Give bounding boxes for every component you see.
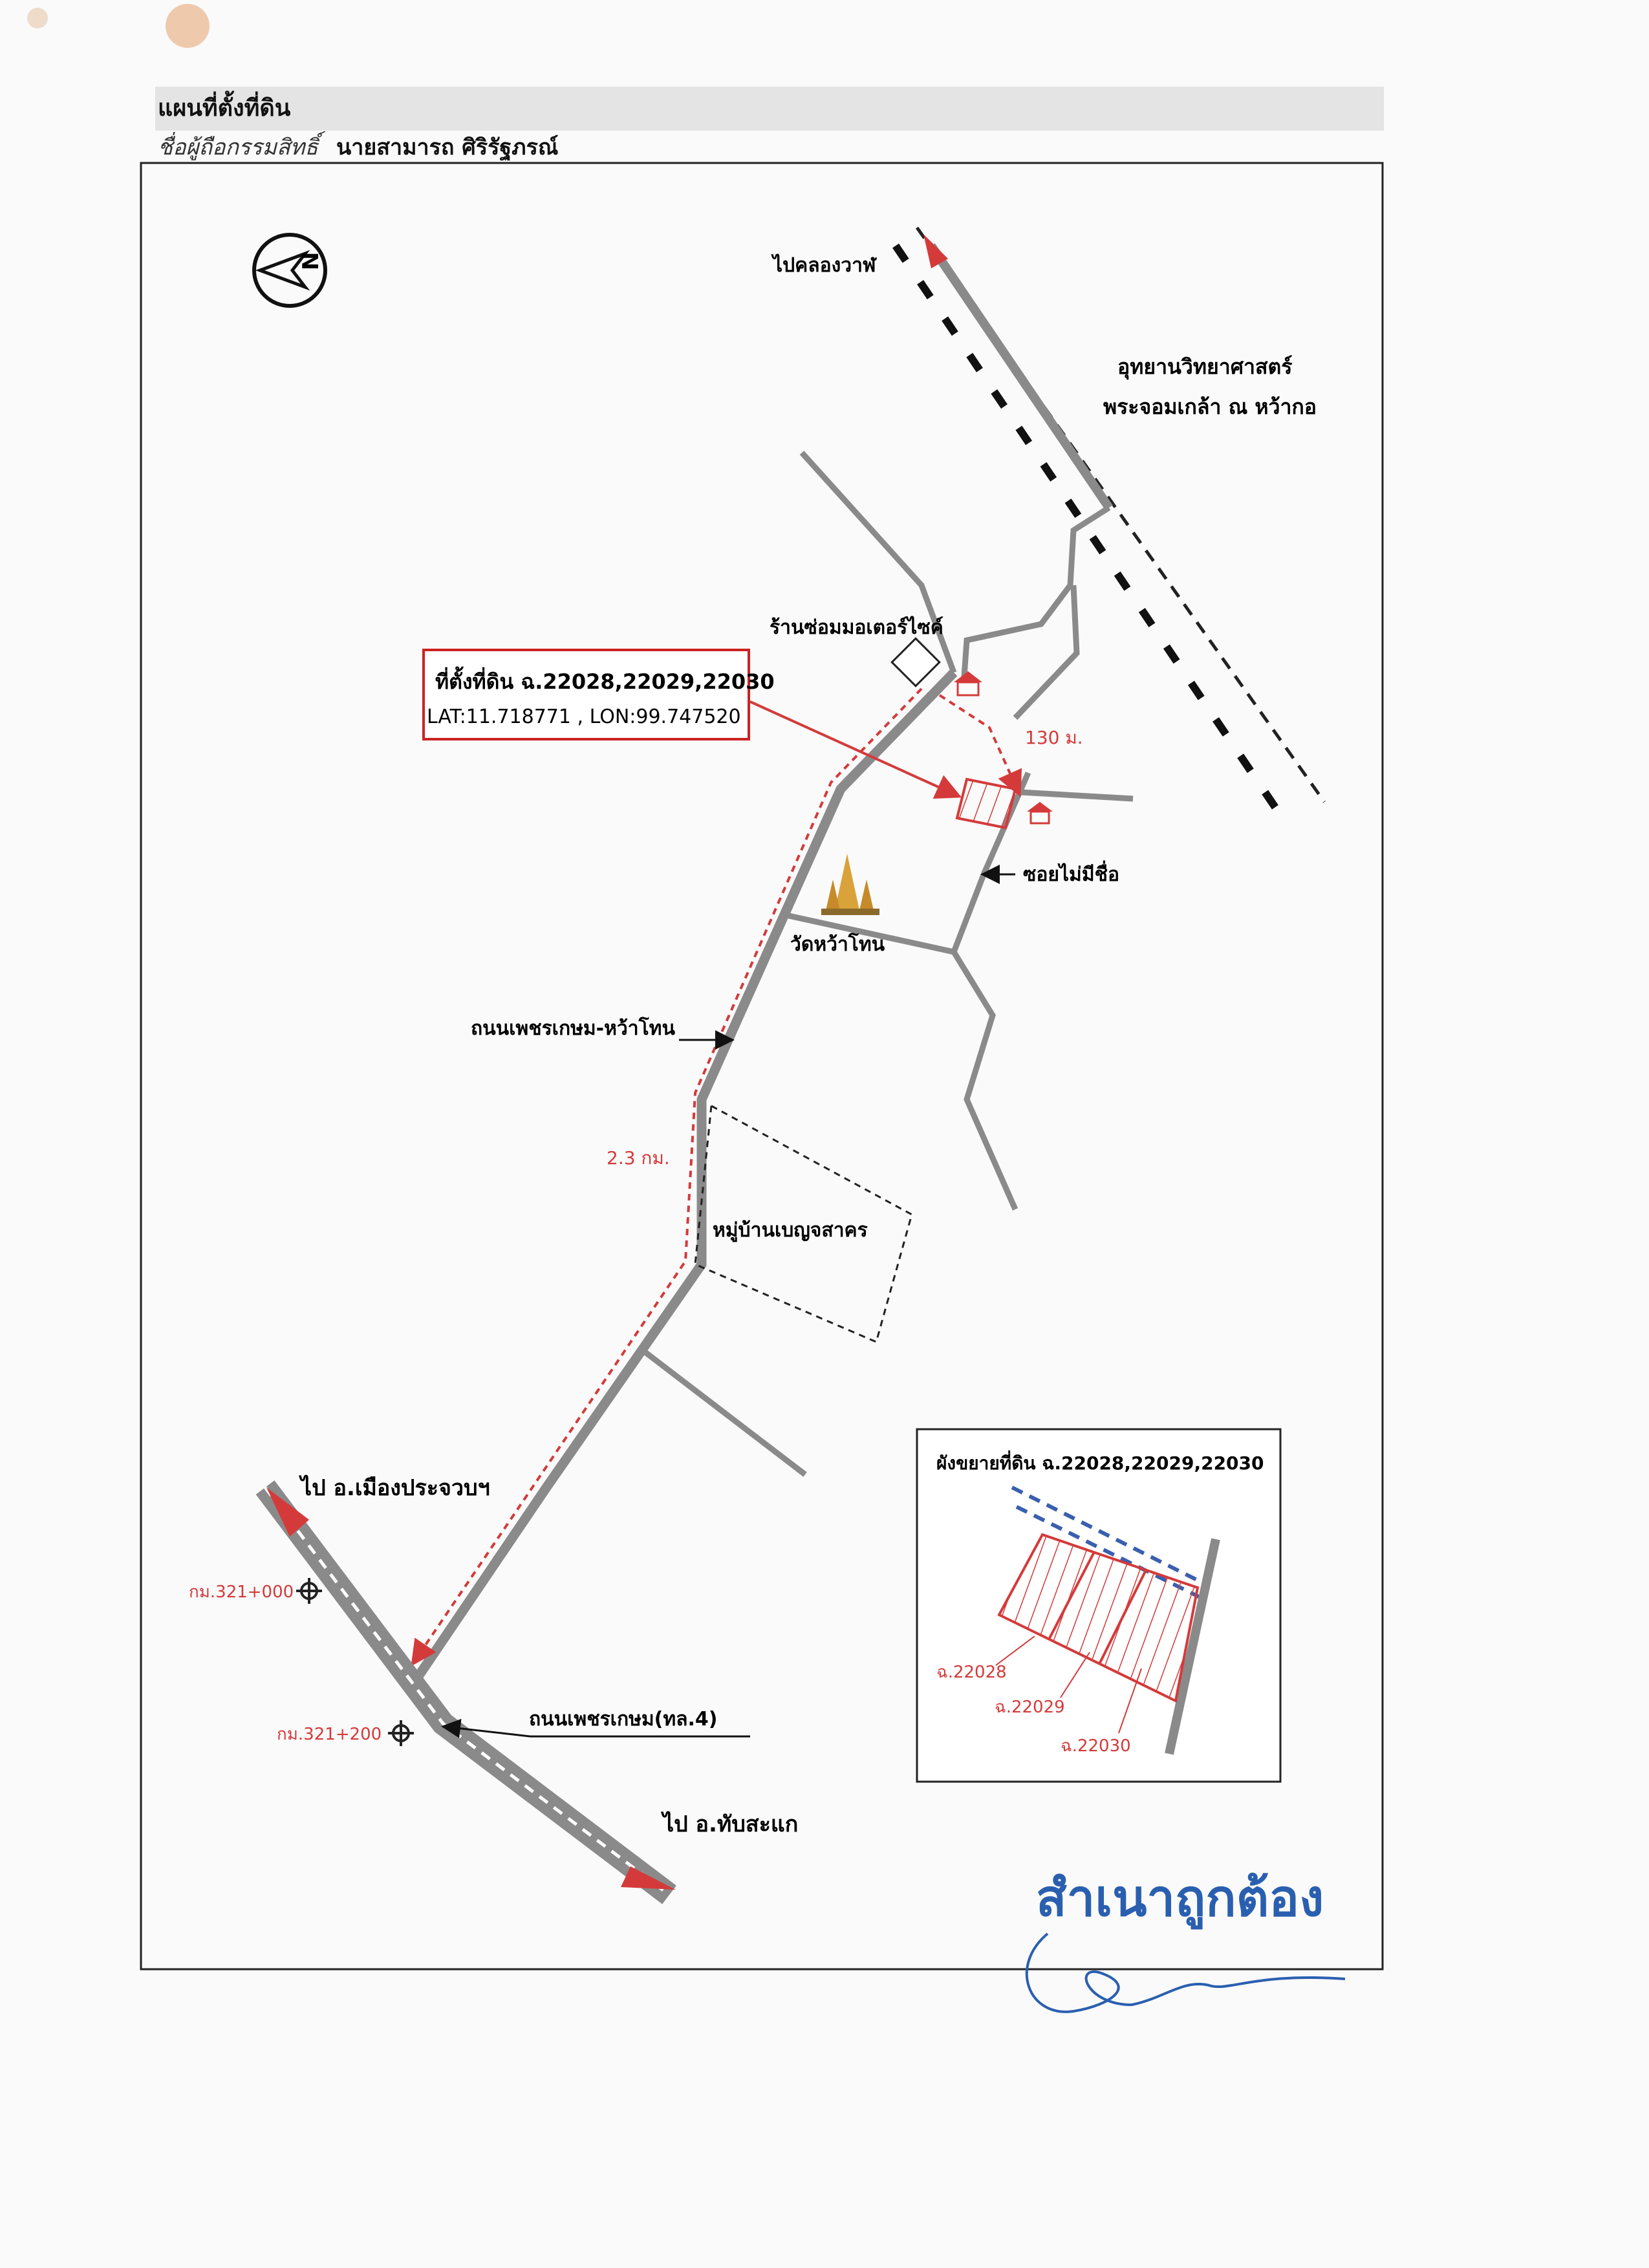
label-distance-130: 130 ม. [1025, 727, 1083, 748]
temple-icon [821, 854, 879, 915]
label-to-thap-sakae: ไป อ.ทับสะแก [661, 1811, 798, 1837]
site-info-box [422, 649, 750, 740]
minor-road-shop [960, 505, 1111, 686]
to-mueang-arrow-icon [266, 1487, 309, 1537]
highway-4-centerline [264, 1486, 671, 1896]
minor-road-east [1013, 585, 1080, 720]
label-soi-no-name: ซอยไม่มีชื่อ [1023, 860, 1119, 886]
minor-road-spur [1020, 789, 1134, 802]
label-village: หมู่บ้านเบญจสาคร [713, 1219, 868, 1242]
label-km-321-000: กม.321+000 [189, 1582, 294, 1602]
inset-panel: ผังขยายที่ดิน ฉ.22028,22029,22030 ฉ.2202… [916, 1428, 1282, 1783]
label-phetkasem-road: ถนนเพชรเกษม(ทล.4) [529, 1708, 718, 1731]
owner-label: ชื่อผู้ถือกรรมสิทธิ์ [158, 135, 318, 160]
map-frame [140, 162, 1384, 1971]
km-marker-icon [296, 1578, 322, 1604]
header-bar [155, 87, 1384, 131]
house-icon [954, 671, 982, 697]
owner-name: นายสามารถ ศิริรัฐภรณ์ [336, 135, 559, 160]
inset-plot-1: ฉ.22028 [936, 1663, 1007, 1682]
highway-4 [255, 1480, 676, 1905]
label-km-321-200: กม.321+200 [277, 1725, 382, 1744]
to-thap-sakae-arrow-icon [621, 1866, 676, 1890]
stain-mark-small [27, 8, 48, 28]
house-icon [1027, 802, 1053, 825]
document-title: แผนที่ตั้งที่ดิน [158, 95, 291, 122]
label-distance-2-3: 2.3 กม. [607, 1147, 670, 1169]
park-road-dashes [892, 243, 1290, 827]
signature-mark [1025, 1932, 1346, 2013]
stain-mark [166, 4, 210, 48]
inset-parcels [997, 1533, 1200, 1703]
phetkasem-wathon-road [413, 669, 958, 1681]
inset-plot-3: ฉ.22030 [1061, 1736, 1131, 1756]
highway-leader-arrow [441, 1718, 531, 1738]
site-pointer-line [749, 700, 962, 799]
label-science-park-2: พระจอมเกล้า ณ หว้ากอ [1103, 394, 1317, 419]
inset-plot-2: ฉ.22029 [995, 1698, 1065, 1717]
certified-copy-stamp: สำเนาถูกต้อง [1036, 1870, 1324, 1930]
minor-road-west [638, 1346, 807, 1477]
land-parcel [955, 777, 1017, 830]
label-wat-wa-thon: วัดหว้าโทน [790, 932, 885, 956]
inset-title: ผังขยายที่ดิน ฉ.22028,22029,22030 [936, 1450, 1264, 1474]
route-dashed-line [411, 687, 923, 1667]
wat-road [785, 912, 1018, 1211]
minor-road-north [799, 450, 957, 674]
site-box-line2: LAT:11.718771 , LON:99.747520 [427, 706, 741, 728]
site-box-line1: ที่ตั้งที่ดิน ฉ.22028,22029,22030 [435, 666, 775, 694]
label-science-park-1: อุทยานวิทยาศาสตร์ [1117, 354, 1292, 380]
to-khlong-wan-arrow-icon [923, 234, 948, 268]
north-symbol: N [298, 252, 324, 270]
village-boundary [694, 1104, 913, 1344]
label-motorcycle-shop: ร้านซ่อมมอเตอร์ไซค์ [770, 616, 943, 639]
park-road [927, 243, 1113, 510]
north-arrow-icon: N [252, 233, 327, 308]
distance-130-line [938, 694, 1022, 797]
label-to-khlong-wan: ไปคลองวาฬ [771, 254, 877, 277]
km-marker-icon [388, 1720, 414, 1746]
motorcycle-shop-icon [890, 637, 941, 687]
label-to-mueang: ไป อ.เมืองประจวบฯ [299, 1474, 490, 1501]
label-phetkasem-wathon-road: ถนนเพชรเกษม-หว้าโทน [471, 1016, 675, 1040]
